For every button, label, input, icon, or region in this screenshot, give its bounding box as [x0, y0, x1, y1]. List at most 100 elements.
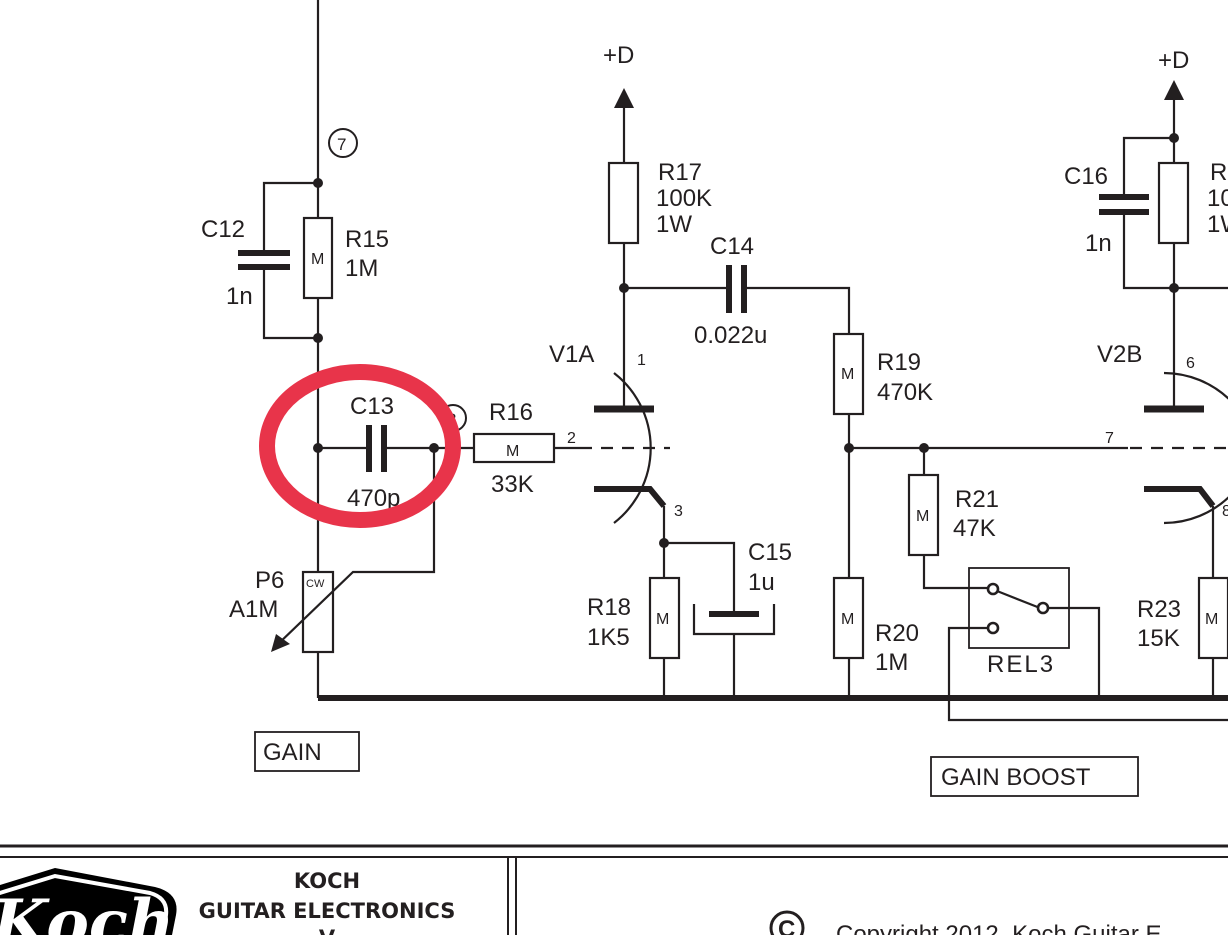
r19-body [832, 332, 865, 416]
rel3-to-ground-wire [1048, 606, 1101, 698]
v2b-stage: +D C16 1n R 10 1W V2B 6 8 M R23 15K [1064, 47, 1228, 698]
c12-wire-top [262, 181, 318, 253]
p6-wiper-wire [275, 448, 436, 647]
r15-mark: M [311, 251, 324, 268]
supply-arrow-icon [1164, 80, 1184, 100]
c15-ref: C15 [748, 539, 792, 566]
input-stage: 7 C12 1n M R15 1M C13 470p 8 M R16 [201, 0, 580, 698]
r16-ref: R16 [489, 399, 533, 426]
gain-label-box [254, 731, 360, 772]
rel3-ref: REL3 [987, 651, 1055, 678]
copyright-icon [769, 910, 805, 935]
r17-value: 100K [656, 185, 712, 212]
r21-mark: M [916, 508, 929, 525]
r17-ref: R17 [658, 159, 702, 186]
r17-body [607, 161, 640, 245]
c13-highlight-ring [259, 364, 461, 528]
c16-ref: C16 [1064, 163, 1108, 190]
r19-mark: M [841, 366, 854, 383]
v2b-envelope-bottom [1163, 496, 1228, 525]
c16-wire-top [1122, 136, 1174, 195]
c14-value: 0.022u [694, 322, 767, 349]
r23-value: 15K [1137, 625, 1180, 652]
coupling-stage: M R19 470K 7 M R20 1M M R21 47K REL3 [832, 332, 1228, 722]
c14-ref: C14 [710, 233, 754, 260]
v2b-pin-grid: 7 [1105, 430, 1114, 447]
koch-logo-inner-border [0, 873, 169, 935]
r15-value: 1M [345, 255, 378, 282]
c12-wire-bottom [262, 267, 318, 340]
gain-label: GAIN [263, 739, 322, 766]
copyright-text: Copyright 2012, Koch Guitar E [836, 921, 1162, 935]
r23-mark: M [1205, 611, 1218, 628]
r19-value: 470K [877, 379, 933, 406]
v2b-pin-cathode: 8 [1222, 503, 1228, 520]
r20-mark: M [841, 611, 854, 628]
r20-value: 1M [875, 649, 908, 676]
v1a-cathode [594, 486, 667, 508]
r20-ref: R20 [875, 620, 919, 647]
r22-value-partial: 10 [1207, 185, 1228, 212]
r22-body [1157, 161, 1190, 245]
r21-value: 47K [953, 515, 996, 542]
r22-ref-partial: R [1210, 159, 1227, 186]
rel3-nc-wire [947, 626, 1228, 722]
r19-ref: R19 [877, 349, 921, 376]
r16-value: 33K [491, 471, 534, 498]
r17-power: 1W [656, 211, 692, 238]
v2b-pin-plate: 6 [1186, 355, 1195, 372]
rel3-contact-no [1036, 601, 1050, 615]
r21-ref: R21 [955, 486, 999, 513]
r15-ref: R15 [345, 226, 389, 253]
supply-label-v1a: +D [603, 42, 634, 69]
koch-logo: Koch [0, 868, 177, 935]
c13-ref: C13 [350, 393, 394, 420]
c13-value: 470p [347, 485, 400, 512]
v2b-envelope-top [1163, 371, 1228, 400]
rel3-contact-nc [986, 621, 1000, 635]
p6-cw-mark: CW [306, 578, 325, 590]
v1a-pin-grid: 2 [567, 430, 576, 447]
v1a-pin-cathode: 3 [674, 503, 683, 520]
c16-wire-bottom [1122, 214, 1174, 290]
r15-body [302, 216, 334, 300]
c16-value: 1n [1085, 230, 1112, 257]
r18-value: 1K5 [587, 624, 630, 651]
node-7-marker [328, 128, 358, 158]
node-7-label: 7 [337, 135, 346, 154]
v2b-ref: V2B [1097, 341, 1142, 368]
brand-line1: KOCH [294, 869, 360, 893]
gain-boost-label: GAIN BOOST [941, 764, 1091, 791]
r21-to-relay-wire [922, 555, 993, 590]
c14-wire-right [747, 286, 851, 334]
r21-body [907, 473, 940, 557]
r16-mark: M [506, 443, 519, 460]
koch-logo-text: Koch [0, 886, 174, 935]
c12-value: 1n [226, 283, 253, 310]
r16-body [472, 432, 556, 464]
r22-power-partial: 1W [1207, 211, 1228, 238]
c12-ref: C12 [201, 216, 245, 243]
p6-ref: P6 [255, 567, 284, 594]
v2b-cathode [1144, 486, 1216, 508]
v1a-pin-plate: 1 [637, 352, 646, 369]
brand-line2: GUITAR ELECTRONICS [199, 899, 456, 923]
v1a-ref: V1A [549, 341, 594, 368]
p6-value: A1M [229, 596, 278, 623]
koch-logo-badge [0, 868, 177, 935]
brand-line3-partial: V [319, 926, 336, 935]
supply-label-v2b: +D [1158, 47, 1189, 74]
r18-mark: M [656, 611, 669, 628]
rel3-contact-common [986, 582, 1000, 596]
copyright-c: C [778, 916, 795, 935]
p6-wiper-arrow-icon [271, 634, 290, 652]
supply-arrow-icon [614, 88, 634, 108]
c15-value: 1u [748, 569, 775, 596]
v1a-stage: +D R17 100K 1W C14 0.022u V1A 1 3 C15 1u [549, 42, 851, 698]
c15-wire-top [664, 541, 736, 614]
r18-ref: R18 [587, 594, 631, 621]
r23-ref: R23 [1137, 596, 1181, 623]
r23-body [1197, 576, 1228, 660]
rel3-switch-arm [996, 589, 1041, 610]
